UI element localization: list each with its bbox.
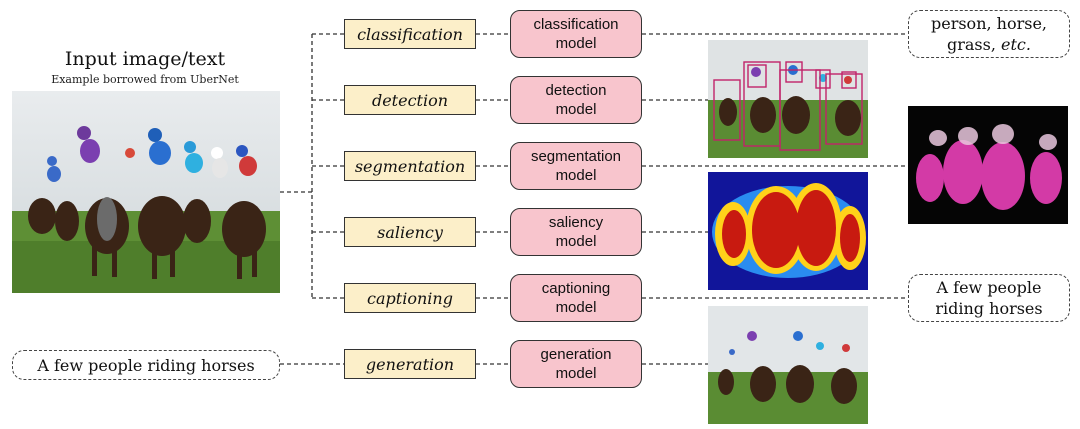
- model-line2: model: [555, 35, 597, 52]
- input-image: [12, 91, 280, 293]
- task-label: segmentation: [354, 156, 466, 176]
- model-line1: generation: [540, 346, 612, 363]
- input-subtitle: Example borrowed from UberNet: [51, 73, 239, 86]
- model-captioning: captioning model: [510, 274, 642, 322]
- output-captioning-line2: riding horses: [935, 299, 1043, 318]
- task-label: classification: [357, 24, 463, 44]
- input-title: Input image/text: [64, 48, 226, 70]
- model-classification: classification model: [510, 10, 642, 58]
- output-captioning-line1: A few people: [936, 278, 1042, 297]
- model-line1: detection: [545, 82, 607, 99]
- model-line2: model: [555, 101, 597, 118]
- model-saliency: saliency model: [510, 208, 642, 256]
- segmentation-output-image: [908, 106, 1068, 224]
- model-line2: model: [555, 233, 597, 250]
- task-detection: detection: [344, 85, 476, 115]
- model-line2: model: [555, 365, 597, 382]
- detection-output-image: [708, 40, 868, 158]
- model-line1: saliency: [548, 214, 604, 231]
- model-line2: model: [555, 167, 597, 184]
- model-detection: detection model: [510, 76, 642, 124]
- saliency-output-image: [708, 172, 868, 290]
- task-classification: classification: [344, 19, 476, 49]
- output-captioning: A few people riding horses: [908, 274, 1070, 322]
- text-input-prompt: A few people riding horses: [12, 350, 280, 380]
- output-classification-etc: etc.: [1001, 35, 1031, 54]
- text-input-prompt-label: A few people riding horses: [37, 355, 255, 375]
- model-line2: model: [555, 299, 597, 316]
- task-captioning: captioning: [344, 283, 476, 313]
- model-generation: generation model: [510, 340, 642, 388]
- output-classification: person, horse, grass, etc.: [908, 10, 1070, 58]
- output-classification-line2: grass,: [947, 35, 1002, 54]
- task-label: saliency: [377, 222, 443, 242]
- task-label: generation: [365, 354, 455, 374]
- generation-output-image: [708, 306, 868, 424]
- output-classification-line1: person, horse,: [930, 14, 1048, 33]
- task-segmentation: segmentation: [344, 151, 476, 181]
- task-label: captioning: [367, 288, 453, 308]
- model-line1: classification: [533, 16, 619, 33]
- task-generation: generation: [344, 349, 476, 379]
- task-label: detection: [371, 90, 449, 110]
- task-saliency: saliency: [344, 217, 476, 247]
- model-line1: segmentation: [530, 148, 622, 165]
- model-line1: captioning: [541, 280, 611, 297]
- model-segmentation: segmentation model: [510, 142, 642, 190]
